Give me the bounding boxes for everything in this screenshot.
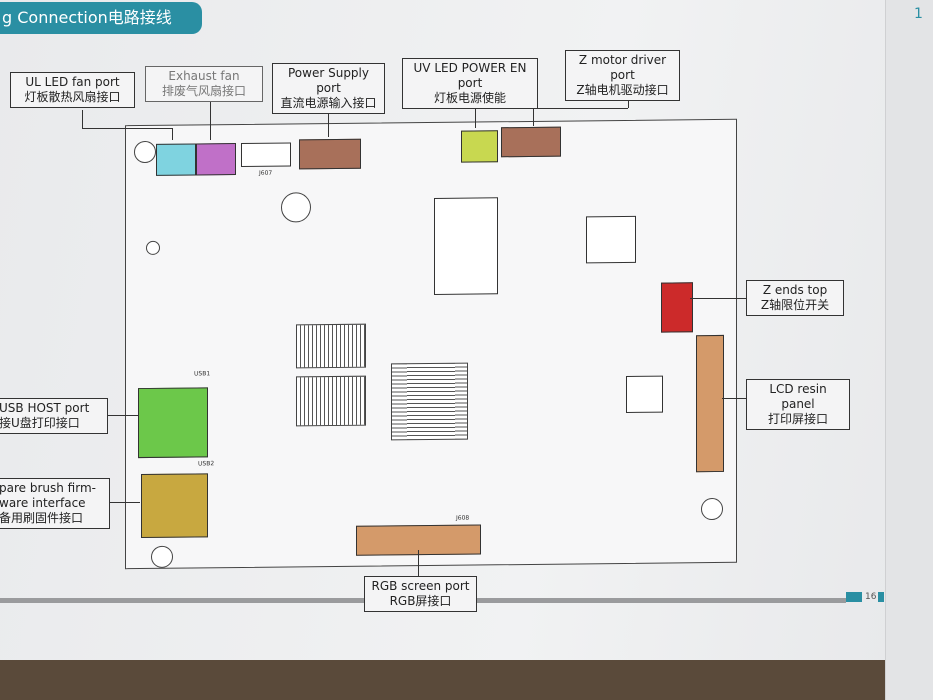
leader-line [210, 100, 211, 140]
label-en: USB HOST port [0, 401, 90, 415]
usb1-label: USB1 [194, 370, 211, 378]
label-zh: 灯板电源使能 [433, 91, 506, 105]
usb-host-connector [138, 387, 208, 459]
main-processor [391, 362, 468, 441]
footer-accent [878, 592, 884, 602]
label-en: LCD resin panel [769, 382, 827, 411]
soc-chip [434, 197, 498, 295]
label-zh: 直流电源输入接口 [280, 96, 377, 110]
lcd-connector [696, 334, 724, 473]
leader-line [82, 110, 83, 128]
spare-brush-connector [141, 473, 208, 539]
ul-led-fan-connector [156, 143, 196, 176]
label-zh: 排废气风扇接口 [161, 84, 246, 98]
power-supply-connector [299, 138, 361, 170]
j607-label: J607 [259, 169, 273, 177]
leader-line [172, 128, 173, 140]
usb2-label: USB2 [198, 460, 215, 468]
label-en: Z ends top [762, 283, 828, 297]
label-en: pare brush firm- ware interface [0, 481, 96, 510]
four-pin-connector [241, 142, 291, 167]
label-zh: RGB屏接口 [389, 594, 452, 608]
circuit-board: USB1 USB2 J608 J607 [125, 118, 737, 570]
leader-line [418, 550, 419, 576]
label-zh: Z轴电机驱动接口 [576, 83, 669, 97]
section-title: g Connection电路接线 [0, 2, 202, 34]
label-en: Exhaust fan [168, 69, 240, 83]
mcu-chip [586, 215, 636, 264]
mount-hole [701, 497, 723, 521]
footer-accent [846, 592, 862, 602]
label-en: Power Supply port [288, 66, 369, 95]
leader-line [110, 502, 140, 503]
label-en: UL LED fan port [25, 75, 120, 89]
uv-led-power-connector [461, 130, 498, 163]
ram-chip [296, 323, 366, 369]
next-page-edge: 1 [885, 0, 933, 700]
label-zh: Z轴限位开关 [760, 298, 830, 312]
mount-hole [151, 545, 173, 568]
leader-line [690, 298, 746, 299]
manual-page: g Connection电路接线 USB1 USB2 J608 J607 UL … [0, 0, 933, 660]
leader-line [533, 108, 628, 109]
ram-chip [296, 375, 366, 427]
z-ends-connector [661, 282, 693, 333]
leader-line [722, 398, 746, 399]
page-number: 16 [865, 592, 877, 602]
label-zh: 打印屏接口 [767, 412, 828, 426]
exhaust-fan-connector [196, 143, 236, 176]
label-zh: 备用刷固件接口 [0, 511, 84, 525]
side-page-number: 1 [914, 6, 923, 22]
leader-line [328, 97, 329, 137]
label-zh: 灯板散热风扇接口 [24, 90, 121, 104]
leader-line [533, 108, 534, 126]
mount-hole [134, 140, 156, 164]
label-en: UV LED POWER EN port [413, 61, 527, 90]
j608-label: J608 [456, 514, 470, 522]
label-en: RGB screen port [371, 579, 470, 593]
z-motor-connector [501, 126, 561, 158]
leader-line [475, 92, 476, 128]
leader-line [108, 415, 138, 416]
mount-hole [281, 192, 311, 223]
leader-line [82, 128, 172, 129]
driver-chip [626, 375, 663, 413]
mount-hole [146, 240, 160, 255]
label-en: Z motor driver port [578, 53, 667, 82]
label-zh: 接U盘打印接口 [0, 416, 80, 430]
